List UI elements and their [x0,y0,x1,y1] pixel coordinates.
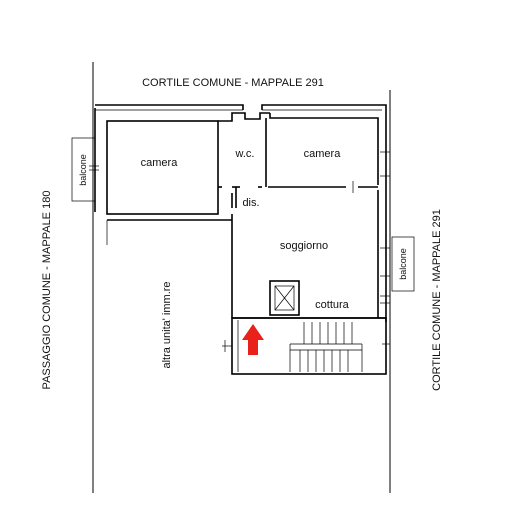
stairwell [222,317,390,375]
top-court-label: CORTILE COMUNE - MAPPALE 291 [142,77,324,89]
window-marks [89,151,390,304]
camera-left-label: camera [141,157,179,169]
dis-label: dis. [242,197,259,209]
other-unit-label: altra unita' imm.re [161,281,173,368]
camera-right-walls [265,113,379,193]
camera-right-label: camera [304,148,342,160]
red-arrow-up-icon [242,324,264,355]
cottura-label: cottura [315,299,350,311]
soggiorno-label: soggiorno [280,240,328,252]
left-passage-label: PASSAGGIO COMUNE - MAPPALE 180 [41,191,53,390]
camera-left-walls [106,120,219,215]
lift-shaft [269,280,300,316]
wc-walls [218,112,270,208]
balcony-left: balcone [71,137,96,202]
wc-label: w.c. [235,148,255,160]
right-court-label: CORTILE COMUNE - MAPPALE 291 [431,209,443,391]
balcony-right-label: balcone [398,248,408,280]
balcony-left-label: balcone [78,154,88,186]
balcony-right: balcone [391,236,415,292]
